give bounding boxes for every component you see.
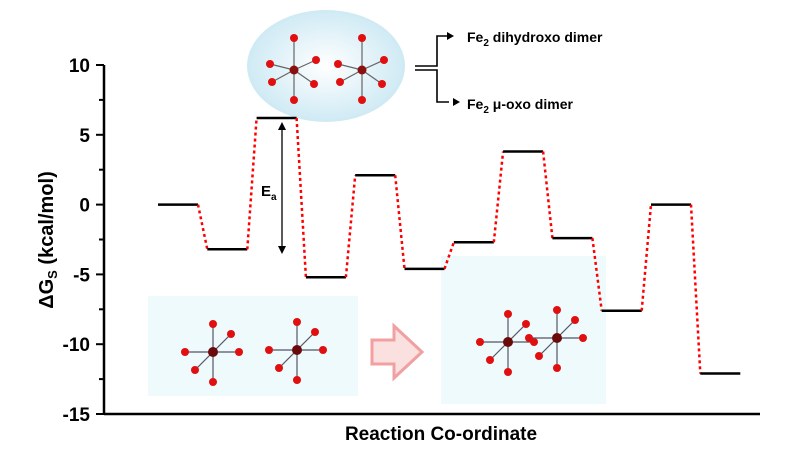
connector-line bbox=[196, 204, 209, 250]
y-tick-label: -10 bbox=[63, 335, 90, 356]
monomer-molecules-image bbox=[266, 34, 388, 104]
ea-arrowhead-down bbox=[278, 246, 286, 254]
reactant-complex-image bbox=[148, 296, 358, 396]
y-tick-label: 0 bbox=[79, 196, 90, 217]
x-axis-title: Reaction Co-ordinate bbox=[345, 424, 537, 445]
y-tick-label: -5 bbox=[73, 265, 90, 286]
ea-label: Ea bbox=[261, 183, 277, 203]
connector-line bbox=[689, 204, 702, 374]
y-tick-label: 5 bbox=[79, 126, 90, 147]
transformation-arrow-icon bbox=[370, 322, 425, 382]
product-complex-image bbox=[441, 256, 606, 404]
connector-line bbox=[246, 117, 258, 250]
connector-line bbox=[295, 117, 308, 278]
y-tick-label: 10 bbox=[69, 56, 90, 77]
ea-arrowhead-up bbox=[278, 122, 286, 130]
connector-line bbox=[640, 204, 653, 311]
connector-line bbox=[492, 151, 505, 243]
y-axis-title: ΔGS (kcal/mol) bbox=[36, 171, 60, 309]
connector-line bbox=[443, 241, 455, 270]
arrowhead-oxo bbox=[453, 98, 460, 106]
connector-line bbox=[591, 237, 603, 311]
product-oxo-label: Fe2 μ-oxo dimer bbox=[467, 96, 573, 116]
arrowhead-dihydroxo bbox=[447, 32, 454, 40]
connector-line bbox=[344, 175, 357, 278]
branch-arrows bbox=[415, 35, 449, 103]
y-tick-label: -15 bbox=[63, 405, 91, 426]
complex-molecules bbox=[181, 306, 587, 386]
connector-line bbox=[393, 175, 406, 269]
product-dihydroxo-label: Fe2 dihydroxo dimer bbox=[467, 29, 603, 49]
connector-line bbox=[541, 151, 554, 239]
